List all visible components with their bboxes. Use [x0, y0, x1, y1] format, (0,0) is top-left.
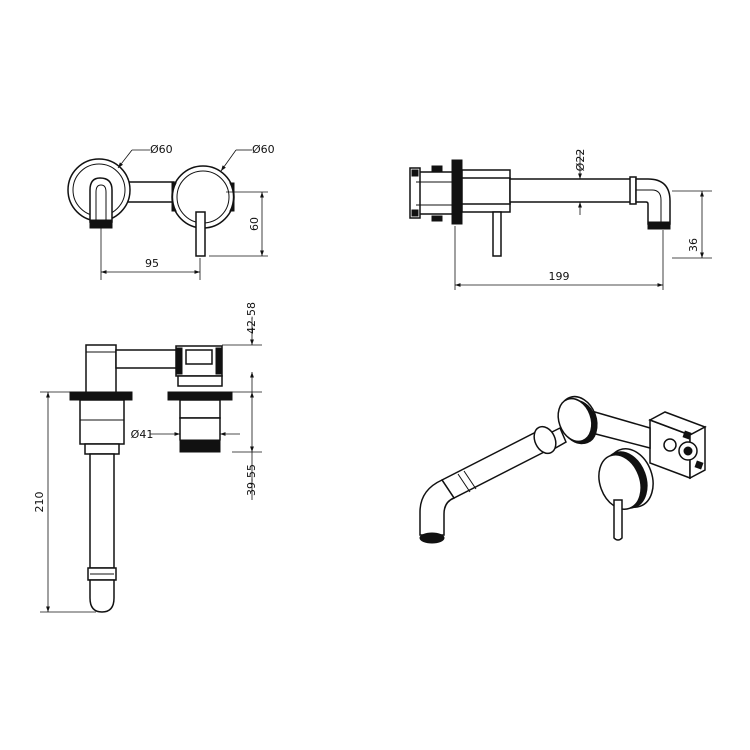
side-length-label: 199	[549, 270, 570, 283]
handle-lever	[195, 211, 206, 257]
front-height-label: 60	[248, 217, 261, 231]
lever-side	[492, 211, 502, 257]
isometric-view	[419, 395, 707, 544]
wall-plate-side	[451, 159, 463, 225]
top-range-upper-label: 42-58	[245, 302, 258, 334]
connector-bar	[123, 181, 175, 203]
top-spout-length-label: 210	[33, 492, 46, 513]
handle-cap-top	[179, 439, 221, 453]
wall-plate-handle	[167, 391, 233, 401]
spout-stem-top	[89, 453, 115, 569]
front-dia-right-label: Ø60	[252, 143, 275, 156]
side-dia-label: Ø22	[574, 149, 587, 172]
wall-plate-spout	[69, 391, 133, 401]
top-body-dia-label: Ø41	[131, 428, 154, 441]
front-width-label: 95	[145, 257, 159, 270]
side-height-label: 36	[687, 238, 700, 252]
spout-elbow-iso	[419, 479, 456, 536]
spout-aerator	[89, 219, 113, 229]
front-dia-left-label: Ø60	[150, 143, 173, 156]
spout-pipe-side	[509, 178, 635, 203]
side-view: Ø22 199 36	[409, 149, 712, 290]
front-view: 95 60 Ø60 Ø60	[67, 143, 275, 280]
top-range-lower-label: 39-55	[245, 464, 258, 496]
handle-lever-iso	[613, 499, 623, 541]
top-view: 42-58 39-55 Ø41 210	[33, 302, 262, 613]
spout-elbow-side	[635, 178, 671, 225]
